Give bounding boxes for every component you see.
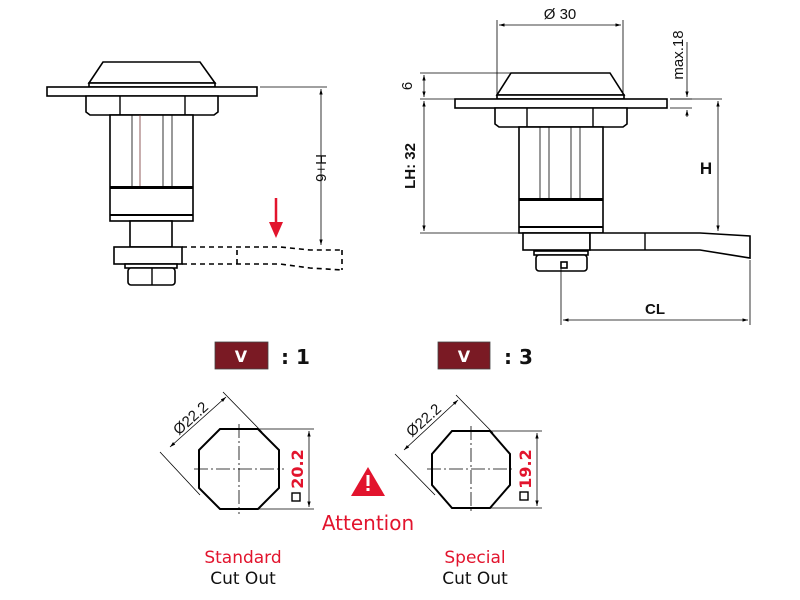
right-side-view: Ø 30 6 LH: 32 max.18 H CL <box>399 6 751 325</box>
dim-h: H <box>700 159 712 178</box>
badge-v <box>437 341 491 370</box>
dim-cl: CL <box>645 301 665 318</box>
dim-square: 20.2 <box>288 449 307 488</box>
dim-max-18: max.18 <box>670 30 687 79</box>
standard-cutout: V : 1 Ø22.2 20.2 Standard Cut Out <box>159 341 314 589</box>
dim-h-plus-6: H+6 <box>312 154 329 182</box>
standard-title: Standard <box>204 548 281 568</box>
special-cutout: V : 3 Ø22.2 19.2 Special Cut Out <box>394 341 542 589</box>
dim-6: 6 <box>399 82 416 90</box>
dim-square: 19.2 <box>516 449 535 488</box>
warning-triangle-icon <box>351 467 385 496</box>
dim-lh-32: LH: 32 <box>402 143 419 189</box>
badge-label: V <box>458 347 471 366</box>
ratio-label: : 3 <box>504 345 533 369</box>
special-title: Special <box>444 548 505 568</box>
standard-subtitle: Cut Out <box>210 569 276 589</box>
square-icon <box>519 491 529 501</box>
attention-label: Attention <box>322 511 414 535</box>
square-icon <box>291 492 301 502</box>
warning: Attention <box>322 467 414 535</box>
badge-label: V <box>235 347 248 366</box>
ratio-label: : 1 <box>281 345 310 369</box>
special-subtitle: Cut Out <box>442 569 508 589</box>
dim-diameter: Ø22.2 <box>403 401 445 441</box>
down-arrow-icon <box>269 198 283 238</box>
left-side-view: H+6 <box>46 61 343 286</box>
dim-diameter-30: Ø 30 <box>544 6 577 23</box>
badge-v <box>214 341 269 370</box>
dim-diameter: Ø22.2 <box>170 399 212 439</box>
